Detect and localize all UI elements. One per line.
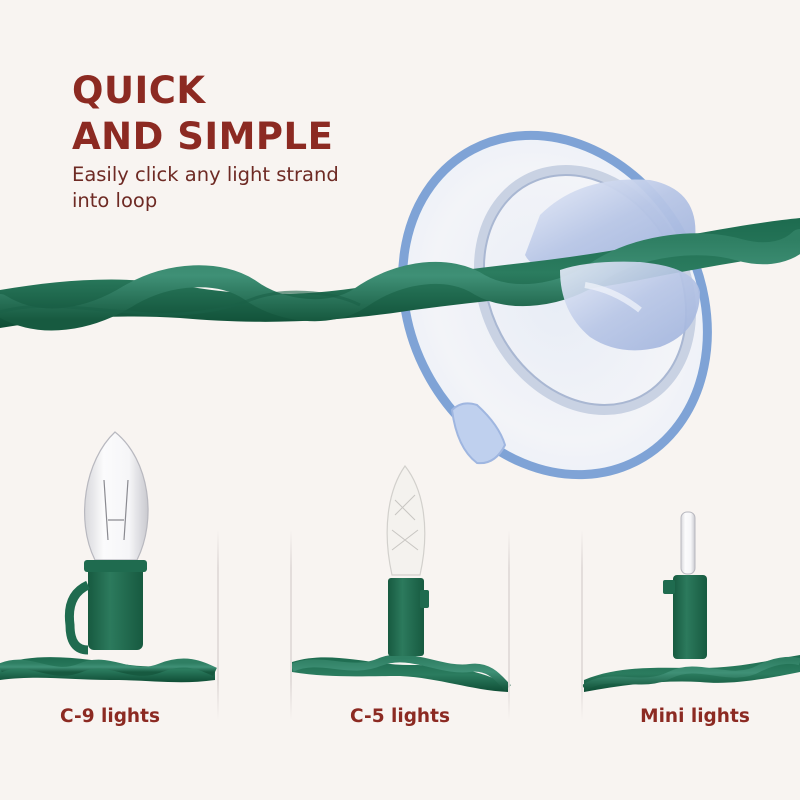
panel-divider: [508, 530, 510, 720]
panel-divider: [581, 530, 583, 720]
mini-bulb-illustration: [582, 511, 800, 692]
label-c5-lights: C-5 lights: [350, 706, 450, 727]
headline-line-1: QUICK: [72, 69, 206, 112]
panel-divider: [290, 530, 292, 720]
headline-line-2: AND SIMPLE: [72, 115, 334, 158]
c9-bulb-illustration: [0, 431, 217, 683]
twisted-wire-main: [0, 218, 800, 331]
panel-divider: [217, 530, 219, 720]
headline: QUICK AND SIMPLE: [72, 68, 333, 160]
subtitle: Easily click any light strand into loop: [72, 163, 339, 212]
clip-front: [560, 261, 700, 351]
label-c9-lights: C-9 lights: [60, 706, 160, 727]
label-mini-lights: Mini lights: [640, 706, 750, 727]
c5-bulb-illustration: [290, 464, 511, 692]
